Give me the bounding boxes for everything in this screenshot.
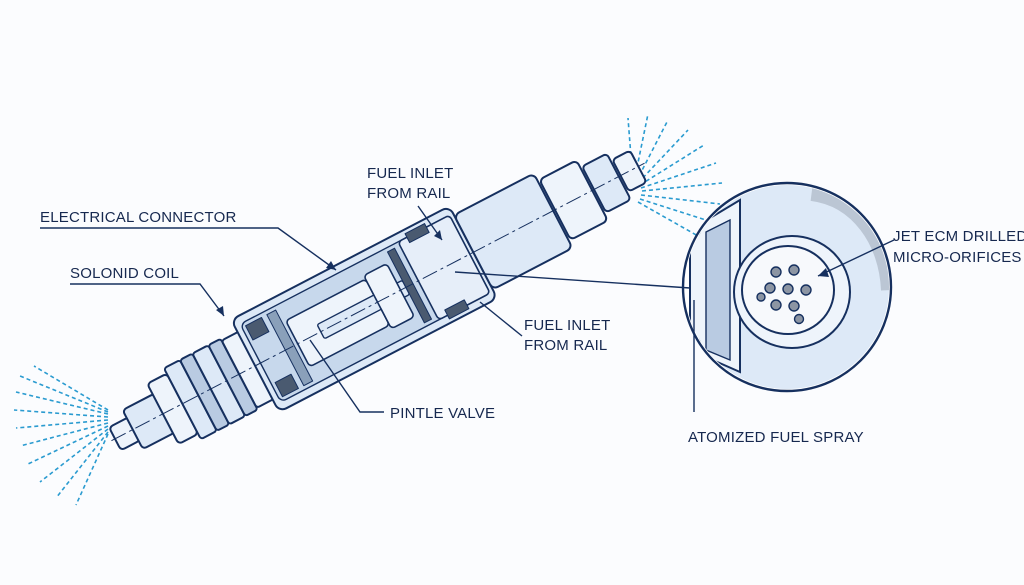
label-solenoid-coil: SOLONID COIL (70, 265, 179, 282)
label-fuel-inlet-top-line1: FUEL INLET (367, 165, 453, 182)
label-fuel-inlet-top-line2: FROM RAIL (367, 185, 450, 202)
leader-fuel-inlet-mid (479, 301, 523, 337)
label-micro-orifices-line2: MICRO-ORIFICES (893, 249, 1022, 266)
leader-solenoid-coil (70, 283, 225, 317)
leader-arrowheads (216, 230, 829, 316)
label-atomized-spray: ATOMIZED FUEL SPRAY (688, 429, 864, 446)
leader-micro-orifices (817, 239, 895, 277)
label-micro-orifices-line1: JET ECM DRILLED (893, 228, 1024, 245)
label-fuel-inlet-mid-line1: FUEL INLET (524, 317, 610, 334)
leader-pintle-valve (309, 339, 384, 413)
right-spray-icon (627, 113, 723, 237)
magnifier-detail-icon (681, 181, 893, 393)
label-pintle-valve: PINTLE VALVE (390, 405, 495, 422)
label-fuel-inlet-mid-line2: FROM RAIL (524, 337, 607, 354)
leader-detail-link (454, 271, 691, 289)
leader-lines (40, 205, 895, 413)
left-spray-icon (13, 365, 109, 506)
label-electrical-connector: ELECTRICAL CONNECTOR (40, 209, 237, 226)
fuel-injector-icon (109, 150, 647, 450)
micro-orifices (756, 264, 812, 325)
leader-electrical-connector (40, 227, 337, 271)
